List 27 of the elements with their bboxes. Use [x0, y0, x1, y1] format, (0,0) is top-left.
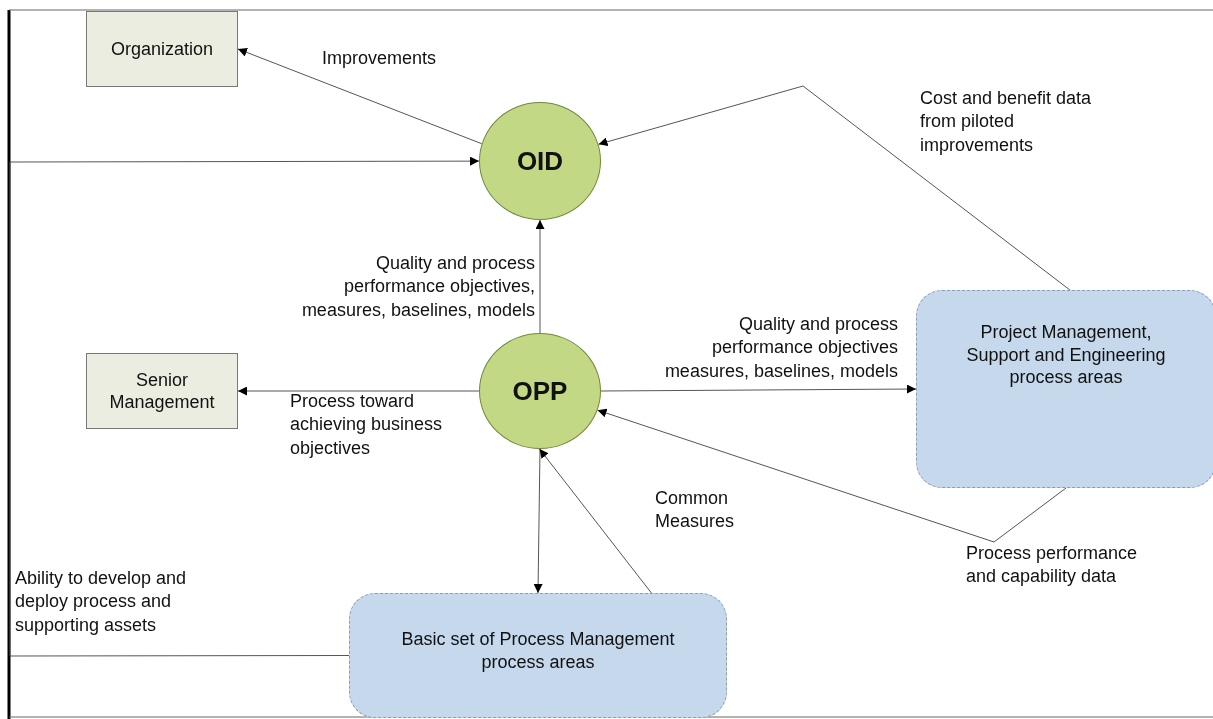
edge-label: Improvements [322, 47, 438, 70]
arrow [237, 48, 483, 145]
edge-label: Cost and benefit data from piloted improvements [920, 87, 1093, 157]
process-area-box [349, 593, 727, 718]
node-label: OPP [512, 374, 568, 408]
node-label: Basic set of Process Management process areas [400, 628, 676, 673]
process-area-box [916, 290, 1213, 488]
node-label: Organization [110, 37, 214, 61]
entity-box [86, 353, 238, 429]
edge-label: Process performance and capability data [966, 542, 1139, 589]
arrow [598, 85, 1071, 291]
arrow [535, 219, 545, 334]
arrow [9, 156, 480, 657]
node-label: Senior Management [108, 368, 216, 414]
node-label: Project Management, Support and Engineering process areas [965, 321, 1167, 389]
edge-label: Quality and process performance objectives, measures, baselines, models [300, 252, 535, 322]
arrow [533, 448, 543, 594]
arrow [237, 386, 480, 396]
edge-label: Ability to develop and deploy process and supporting assets [15, 567, 188, 637]
arrow [597, 408, 1067, 543]
arrow [600, 384, 917, 394]
edge-label: Process toward achieving business objectives [290, 390, 444, 460]
arrow [539, 448, 652, 594]
node-label: OID [516, 144, 564, 178]
entity-box [86, 11, 238, 87]
edge-label: Quality and process performance objectives measures, baselines, models [663, 313, 898, 383]
edge-label: Common Measures [655, 487, 736, 534]
